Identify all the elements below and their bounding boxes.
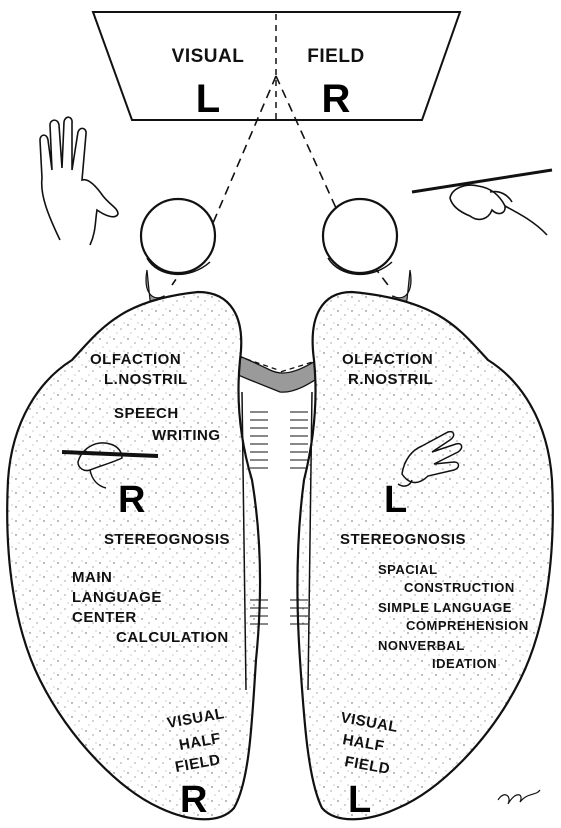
- writing-label: WRITING: [152, 427, 221, 444]
- ideation-label: IDEATION: [432, 656, 497, 671]
- center-label: CENTER: [72, 609, 137, 626]
- visual-field-screen: VISUAL FIELD L R: [93, 12, 460, 121]
- left-stereognosis-label: STEREOGNOSIS: [104, 531, 230, 548]
- right-hand-pencil-icon: [412, 170, 552, 235]
- main-label: MAIN: [72, 569, 112, 586]
- comprehension-label: COMPREHENSION: [406, 618, 529, 633]
- simple-language-label: SIMPLE LANGUAGE: [378, 600, 512, 615]
- visual-field-left-letter: L: [196, 77, 220, 121]
- visual-field-left-word: VISUAL: [172, 46, 245, 67]
- left-open-hand-icon: [40, 117, 118, 245]
- left-nostril-label: L.NOSTRIL: [104, 371, 188, 388]
- visual-field-right-letter: R: [322, 77, 351, 121]
- calculation-label: CALCULATION: [116, 629, 229, 646]
- left-olfaction-label: OLFACTION: [90, 351, 181, 368]
- left-field-letter: R: [180, 779, 207, 821]
- right-olfaction-label: OLFACTION: [342, 351, 433, 368]
- right-stereognosis-label: STEREOGNOSIS: [340, 531, 466, 548]
- artist-signature: [498, 790, 540, 804]
- right-nostril-label: R.NOSTRIL: [348, 371, 433, 388]
- speech-label: SPEECH: [114, 405, 179, 422]
- language-label: LANGUAGE: [72, 589, 162, 606]
- left-hand-letter: R: [118, 479, 145, 521]
- right-hand-letter: L: [384, 479, 407, 521]
- construction-label: CONSTRUCTION: [404, 580, 515, 595]
- visual-field-right-word: FIELD: [307, 46, 364, 67]
- right-field-letter: L: [348, 779, 371, 821]
- spacial-label: SPACIAL: [378, 562, 438, 577]
- nonverbal-label: NONVERBAL: [378, 638, 465, 653]
